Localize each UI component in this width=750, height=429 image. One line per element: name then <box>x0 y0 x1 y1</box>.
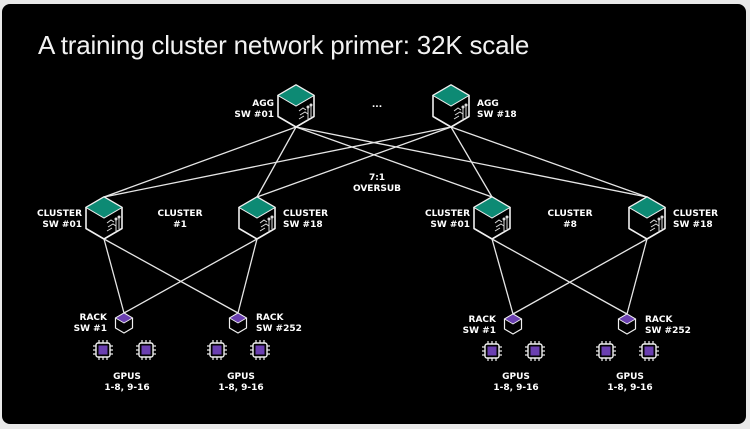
network-switch-icon-c1s1 <box>85 196 123 240</box>
network-switch-icon-c8s18 <box>628 196 666 240</box>
link-c1s1-to-c1r1 <box>103 238 125 314</box>
gpu-chip-icon <box>639 341 659 361</box>
network-switch-icon-agg18 <box>432 84 470 128</box>
rack-switch-icon-c1r1 <box>114 312 134 334</box>
link-c1s1-to-c1r252 <box>103 238 239 314</box>
link-agg1-to-c8s1 <box>295 126 493 198</box>
link-c8s18-to-c8r1 <box>512 238 648 315</box>
link-agg1-to-c1s1 <box>103 126 297 198</box>
network-switch-icon-c8s1 <box>473 196 511 240</box>
circuit-glyph <box>494 215 509 232</box>
slide-title: A training cluster network primer: 32K s… <box>38 30 530 60</box>
cluster1-label: CLUSTER#1 <box>157 209 203 230</box>
link-agg18-to-c8s1 <box>450 126 493 198</box>
link-c8s1-to-c8r1 <box>491 238 514 315</box>
rack-switch-icon-c8r252 <box>617 313 637 335</box>
network-switch-icon-agg1 <box>277 84 315 128</box>
link-agg18-to-c1s18 <box>256 126 452 198</box>
link-c1s18-to-c1r252 <box>237 238 258 314</box>
circuit-glyph <box>453 103 468 120</box>
network-switch-icon-c1s18 <box>238 196 276 240</box>
gpu-chip-icon <box>93 340 113 360</box>
rack-switch-icon-c1r252 <box>228 312 248 334</box>
link-agg18-to-c8s18 <box>450 126 648 198</box>
gpu-chip-icon <box>250 340 270 360</box>
gpu-chip-icon <box>136 340 156 360</box>
gpu-chip-icon <box>482 341 502 361</box>
links-layer <box>103 126 648 315</box>
rack-switch-icon-c8r1 <box>503 313 523 335</box>
circuit-glyph <box>106 215 121 232</box>
gpu-chip-icon <box>207 340 227 360</box>
link-c8s1-to-c8r252 <box>491 238 628 315</box>
gpu-chip-icon <box>596 341 616 361</box>
cluster8-label: CLUSTER#8 <box>547 209 593 230</box>
gpu-chip-icon <box>525 341 545 361</box>
link-c8s18-to-c8r252 <box>626 238 648 315</box>
link-agg18-to-c1s1 <box>103 126 452 198</box>
circuit-glyph <box>259 215 274 232</box>
circuit-glyph <box>649 215 664 232</box>
agg-ellipsis: ... <box>371 100 383 110</box>
network-diagram <box>85 84 666 361</box>
slide: A training cluster network primer: 32K s… <box>2 4 746 424</box>
circuit-glyph <box>298 103 313 120</box>
link-c1s18-to-c1r1 <box>123 238 258 314</box>
nodes-layer <box>85 84 666 361</box>
